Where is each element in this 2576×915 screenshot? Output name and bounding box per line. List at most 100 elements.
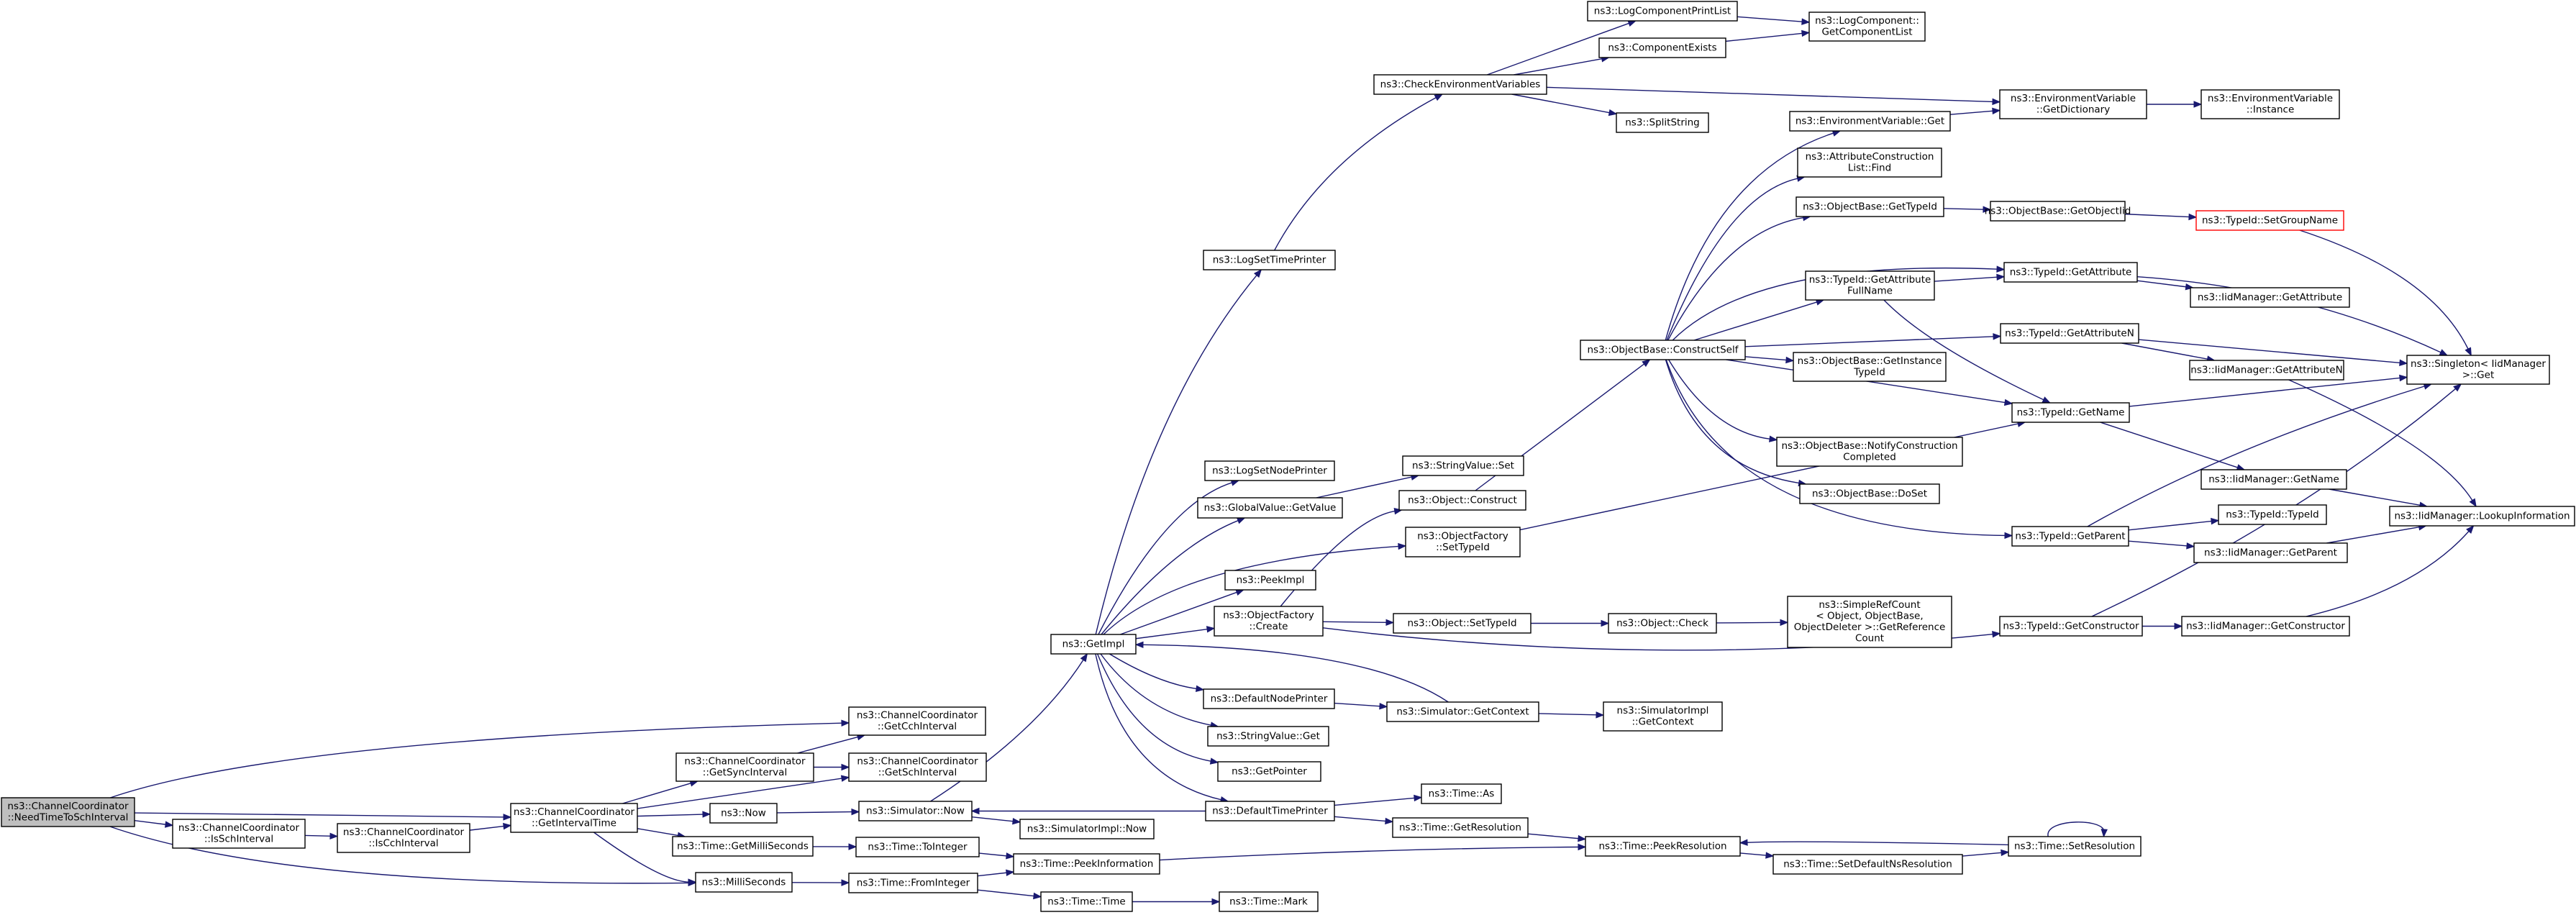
node-box [1405, 527, 1521, 557]
edge-arrowhead [1398, 542, 1407, 550]
node-ns3-channelcoordinator-getschinterval[interactable]: ns3::ChannelCoordinator::GetSchInterval [848, 752, 987, 782]
node-ns3-objectbase-getobjectiid[interactable]: ns3::ObjectBase::GetObjectIid [1985, 201, 2131, 222]
node-ns3-channelcoordinator-needtimetoschinterval[interactable]: ns3::ChannelCoordinator::NeedTimeToSchIn… [1, 797, 135, 827]
node-ns3-stringvalue-get[interactable]: ns3::StringValue::Get [1207, 726, 1329, 747]
node-box [1402, 455, 1524, 476]
node-ns3-typeid-typeid[interactable]: ns3::TypeId::TypeId [2218, 504, 2327, 525]
edge-line [2124, 213, 2190, 218]
node-ns3-getimpl[interactable]: ns3::GetImpl [1050, 634, 1137, 655]
node-ns3-logcomponentprintlist[interactable]: ns3::LogComponentPrintList [1587, 1, 1738, 22]
node-ns3-object-construct[interactable]: ns3::Object::Construct [1398, 490, 1526, 511]
edge-n55-to-n68 [2138, 339, 2408, 366]
node-ns3-time-mark[interactable]: ns3::Time::Mark [1219, 891, 1319, 912]
node-ns3-time-getmilliseconds[interactable]: ns3::Time::GetMilliSeconds [672, 836, 814, 857]
edge-n55-to-n63 [2121, 342, 2216, 363]
node-ns3-peekimpl[interactable]: ns3::PeekImpl [1224, 570, 1316, 591]
node-ns3-time-peekresolution[interactable]: ns3::Time::PeekResolution [1585, 836, 1741, 857]
node-box [1587, 1, 1738, 22]
node-ns3-environmentvariable-getdictionary[interactable]: ns3::EnvironmentVariable::GetDictionary [1999, 89, 2147, 119]
node-ns3-time-time[interactable]: ns3::Time::Time [1040, 891, 1133, 912]
node-ns3-objectbase-notifyconstruction-completed[interactable]: ns3::ObjectBase::NotifyConstructionCompl… [1776, 437, 1963, 467]
node-ns3-milliseconds[interactable]: ns3::MilliSeconds [695, 872, 793, 893]
node-ns3-simplerefcount-object-objectbase-objectdeleter-getreference-count[interactable]: ns3::SimpleRefCount< Object, ObjectBase,… [1787, 596, 1952, 648]
edge-n11-to-n12 [978, 852, 1015, 860]
node-ns3-globalvalue-getvalue[interactable]: ns3::GlobalValue::GetValue [1197, 497, 1343, 519]
node-ns3-iidmanager-lookupinformation[interactable]: ns3::IidManager::LookupInformation [2389, 506, 2575, 527]
edge-arrowhead [1434, 94, 1444, 101]
node-ns3-objectbase-doset[interactable]: ns3::ObjectBase::DoSet [1799, 483, 1940, 504]
node-label: ns3::ObjectBase::ConstructSelf [1588, 344, 1739, 355]
node-ns3-logcomponent-getcomponentlist[interactable]: ns3::LogComponent::GetComponentList [1808, 12, 1926, 42]
node-ns3-objectbase-constructself[interactable]: ns3::ObjectBase::ConstructSelf [1580, 340, 1746, 360]
node-ns3-getpointer[interactable]: ns3::GetPointer [1217, 761, 1321, 782]
node-label: ns3::EnvironmentVariable [2208, 93, 2333, 104]
node-label: ns3::PeekImpl [1237, 574, 1305, 586]
node-label: ::GetIntervalTime [532, 818, 616, 829]
node-ns3-checkenvironmentvariables[interactable]: ns3::CheckEnvironmentVariables [1373, 74, 1547, 95]
node-ns3-simulatorimpl-now[interactable]: ns3::SimulatorImpl::Now [1019, 819, 1155, 839]
node-ns3-time-peekinformation[interactable]: ns3::Time::PeekInformation [1013, 853, 1160, 875]
node-ns3-splitstring[interactable]: ns3::SplitString [1616, 112, 1709, 133]
node-ns3-typeid-getconstructor[interactable]: ns3::TypeId::GetConstructor [1999, 616, 2143, 637]
node-ns3-iidmanager-getconstructor[interactable]: ns3::IidManager::GetConstructor [2181, 616, 2350, 637]
edge-n61-to-n68 [2299, 229, 2472, 357]
node-ns3-simulator-getcontext[interactable]: ns3::Simulator::GetContext [1386, 701, 1539, 722]
edge-arrowhead [1033, 892, 1042, 900]
node-ns3-time-frominteger[interactable]: ns3::Time::FromInteger [848, 873, 978, 893]
node-ns3-channelcoordinator-getintervaltime[interactable]: ns3::ChannelCoordinator::GetIntervalTime [510, 803, 638, 833]
node-ns3-time-setdefaultnsresolution[interactable]: ns3::Time::SetDefaultNsResolution [1772, 854, 1963, 875]
node-box [1214, 606, 1324, 637]
node-ns3-channelcoordinator-getsyncinterval[interactable]: ns3::ChannelCoordinator::GetSyncInterval [675, 752, 814, 782]
edge-arrowhead [2469, 498, 2477, 508]
node-ns3-iidmanager-getattributen[interactable]: ns3::IidManager::GetAttributeN [2189, 360, 2344, 381]
edge-arrowhead [2193, 101, 2203, 108]
node-ns3-logsettimeprinter[interactable]: ns3::LogSetTimePrinter [1203, 250, 1336, 270]
node-ns3-environmentvariable-instance[interactable]: ns3::EnvironmentVariable::Instance [2200, 89, 2340, 119]
edge-arrowhead [2399, 374, 2408, 382]
node-box [2200, 89, 2340, 119]
node-ns3-defaulttimeprinter[interactable]: ns3::DefaultTimePrinter [1205, 801, 1335, 821]
node-label: ns3::Time::ToInteger [868, 841, 968, 852]
node-ns3-componentexists[interactable]: ns3::ComponentExists [1598, 37, 1726, 58]
node-ns3-iidmanager-getparent[interactable]: ns3::IidManager::GetParent [2193, 542, 2348, 563]
edge-arrowhead [1601, 619, 1610, 627]
node-ns3-iidmanager-getname[interactable]: ns3::IidManager::GetName [2200, 469, 2347, 490]
node-ns3-channelcoordinator-iscchinterval[interactable]: ns3::ChannelCoordinator::IsCchInterval [337, 823, 470, 853]
node-ns3-simulator-now[interactable]: ns3::Simulator::Now [858, 801, 973, 821]
node-ns3-simulatorimpl-getcontext[interactable]: ns3::SimulatorImpl::GetContext [1603, 701, 1723, 732]
edge-line [1693, 301, 1818, 341]
node-ns3-environmentvariable-get[interactable]: ns3::EnvironmentVariable::Get [1789, 111, 1951, 132]
node-ns3-channelcoordinator-getcchinterval[interactable]: ns3::ChannelCoordinator::GetCchInterval [848, 706, 986, 736]
node-ns3-object-settypeid[interactable]: ns3::Object::SetTypeId [1393, 613, 1532, 634]
node-ns3-typeid-getparent[interactable]: ns3::TypeId::GetParent [2011, 526, 2129, 547]
node-label: ::GetSchInterval [878, 767, 957, 778]
node-box [1799, 483, 1940, 504]
node-ns3-now[interactable]: ns3::Now [709, 803, 778, 824]
node-ns3-objectfactory-create[interactable]: ns3::ObjectFactory::Create [1214, 606, 1324, 637]
node-ns3-time-tointeger[interactable]: ns3::Time::ToInteger [855, 837, 980, 857]
node-ns3-typeid-getattribute[interactable]: ns3::TypeId::GetAttribute [2003, 262, 2138, 283]
node-ns3-objectbase-gettypeid[interactable]: ns3::ObjectBase::GetTypeId [1796, 196, 1944, 217]
node-ns3-typeid-setgroupname[interactable]: ns3::TypeId::SetGroupName [2195, 210, 2344, 231]
edge-arrowhead [1801, 29, 1811, 37]
node-ns3-objectfactory-settypeid[interactable]: ns3::ObjectFactory::SetTypeId [1405, 527, 1521, 557]
node-ns3-logsetnodeprinter[interactable]: ns3::LogSetNodePrinter [1204, 460, 1335, 481]
node-ns3-time-setresolution[interactable]: ns3::Time::SetResolution [2008, 836, 2142, 857]
edge-line [469, 825, 505, 831]
node-ns3-typeid-getattributen[interactable]: ns3::TypeId::GetAttributeN [2000, 323, 2139, 344]
edge-n9-to-n2 [469, 822, 512, 831]
node-ns3-time-getresolution[interactable]: ns3::Time::GetResolution [1392, 817, 1529, 838]
node-ns3-channelcoordinator-isschinterval[interactable]: ns3::ChannelCoordinator::IsSchInterval [172, 819, 306, 849]
node-ns3-object-check[interactable]: ns3::Object::Check [1608, 613, 1717, 634]
node-ns3-stringvalue-set[interactable]: ns3::StringValue::Set [1402, 455, 1524, 476]
node-ns3-time-as[interactable]: ns3::Time::As [1421, 783, 1502, 804]
node-ns3-singleton-iidmanager-get[interactable]: ns3::Singleton< IidManager>::Get [2406, 355, 2550, 385]
edge-n63-to-n69 [2288, 379, 2477, 508]
node-ns3-defaultnodeprinter[interactable]: ns3::DefaultNodePrinter [1203, 688, 1335, 709]
node-ns3-iidmanager-getattribute[interactable]: ns3::IidManager::GetAttribute [2190, 287, 2350, 308]
node-ns3-typeid-getname[interactable]: ns3::TypeId::GetName [2011, 402, 2130, 423]
